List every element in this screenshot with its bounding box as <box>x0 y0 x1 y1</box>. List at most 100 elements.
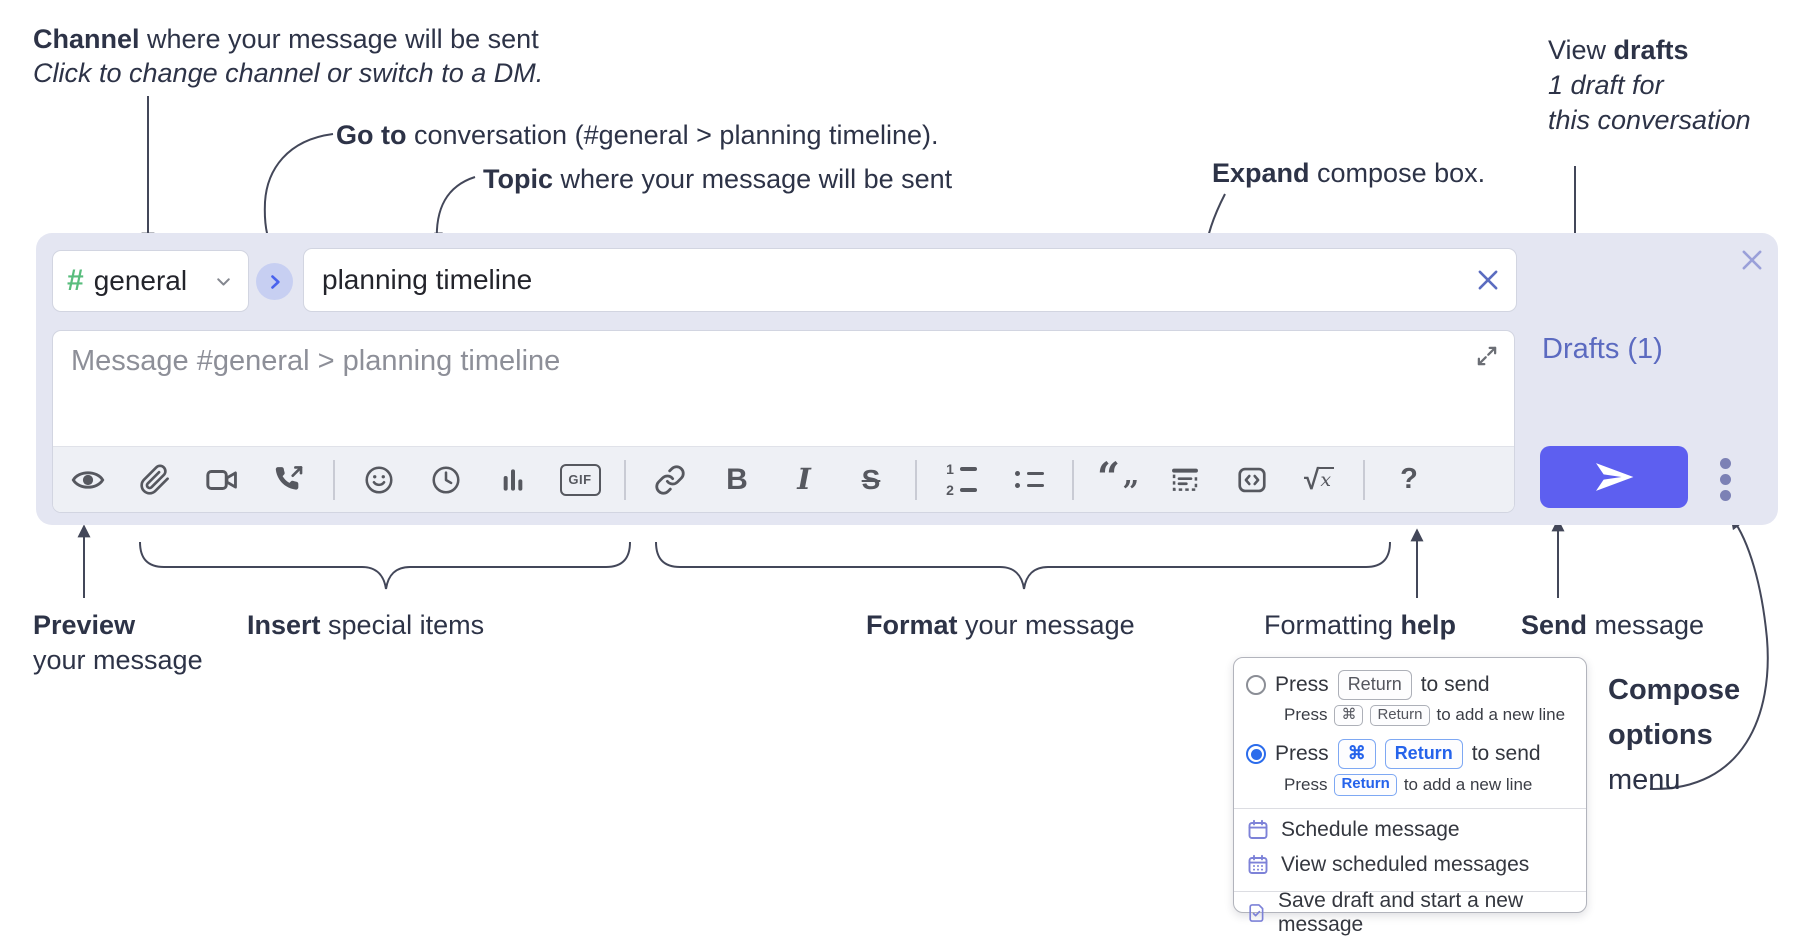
press-label: Press <box>1275 742 1329 765</box>
kebab-dot <box>1719 489 1731 501</box>
strikethrough-button[interactable]: S <box>848 457 894 503</box>
ol-number-1: 1 <box>946 461 954 477</box>
radio-unselected[interactable] <box>1246 674 1266 695</box>
press-label: Press <box>1275 672 1329 696</box>
preview-annotation-bold: Preview <box>33 610 136 640</box>
send-annotation: Send message <box>1521 608 1704 643</box>
video-call-button[interactable] <box>199 457 245 503</box>
compose-close-button[interactable] <box>1737 245 1767 275</box>
emoji-button[interactable] <box>356 457 402 503</box>
format-annotation-bold: Format <box>866 610 958 640</box>
insert-annotation-bold: Insert <box>247 610 321 640</box>
send-on-cmd-return-option[interactable]: Press ⌘ Return to send <box>1246 739 1572 769</box>
cmd-keycap: ⌘ <box>1337 739 1376 769</box>
send-annotation-bold: Send <box>1521 610 1588 640</box>
goto-conversation-button[interactable] <box>256 263 293 300</box>
toolbar-divider <box>624 459 626 500</box>
bold-button[interactable]: B <box>714 457 760 503</box>
popup-divider <box>1234 890 1586 892</box>
topic-clear-button[interactable] <box>1472 264 1504 296</box>
compose-options-line1: Compose <box>1608 674 1741 706</box>
eye-icon <box>71 470 105 489</box>
drafts-link[interactable]: Drafts (1) <box>1542 333 1663 365</box>
bulleted-list-button[interactable] <box>1005 457 1051 503</box>
preview-annotation: Preview your message <box>33 608 203 678</box>
numbered-list-button[interactable]: 1 2 <box>938 457 984 503</box>
quote-icon: “ ” <box>1097 457 1139 505</box>
radio-selected[interactable] <box>1246 744 1266 764</box>
send-on-return-subtext: Press ⌘ Return to add a new line <box>1284 704 1572 727</box>
menu-item-view-scheduled-messages[interactable]: View scheduled messages <box>1246 852 1572 879</box>
expand-annotation-rest: compose box. <box>1309 158 1486 188</box>
quote-button[interactable]: “ ” <box>1095 457 1141 505</box>
strikethrough-icon: S <box>861 463 881 495</box>
spoiler-button[interactable] <box>1162 457 1208 503</box>
calendar-grid-icon <box>1248 854 1268 874</box>
return-keycap: Return <box>1384 739 1463 769</box>
topic-input-wrap <box>303 248 1517 312</box>
goto-annotation: Go to conversation (#general > planning … <box>336 118 939 153</box>
expand-annotation: Expand compose box. <box>1212 156 1485 191</box>
goto-annotation-bold: Go to <box>336 120 407 150</box>
topic-annotation: Topic where your message will be sent <box>483 162 952 197</box>
gif-button[interactable]: GIF <box>557 457 603 503</box>
toolbar-divider <box>1363 459 1365 500</box>
video-camera-icon <box>206 469 237 490</box>
send-on-return-option[interactable]: Press Return to send <box>1246 670 1572 700</box>
clock-icon <box>432 465 460 494</box>
menu-item-save-draft-new-message[interactable]: Save draft and start a new message <box>1246 889 1572 936</box>
italic-button[interactable]: I <box>781 457 827 503</box>
compose-box: # general Drafts (1) <box>36 233 1778 525</box>
code-button[interactable] <box>1229 457 1275 503</box>
kebab-dot <box>1719 473 1731 485</box>
message-input[interactable] <box>53 331 1514 446</box>
preview-annotation-line2: your message <box>33 645 203 676</box>
topic-annotation-bold: Topic <box>483 164 553 194</box>
send-icon <box>1596 463 1634 491</box>
bold-icon: B <box>726 462 748 496</box>
poll-button[interactable] <box>490 457 536 503</box>
code-icon <box>1238 467 1266 492</box>
formatting-help-pre: Formatting <box>1264 610 1401 640</box>
channel-selector[interactable]: # general <box>52 250 249 312</box>
audio-call-button[interactable] <box>266 457 312 503</box>
topic-input[interactable] <box>322 264 1472 296</box>
smiley-icon <box>365 465 393 494</box>
compose-options-line2: options <box>1608 718 1713 751</box>
send-button[interactable] <box>1540 446 1688 508</box>
press-label: Press <box>1284 705 1328 725</box>
math-button[interactable]: √ x <box>1296 457 1342 503</box>
to-send-label: to send <box>1471 742 1541 765</box>
menu-item-schedule-message[interactable]: Schedule message <box>1246 817 1572 844</box>
attach-file-button[interactable] <box>132 457 178 503</box>
phone-call-icon <box>275 465 303 490</box>
math-root-glyph: √ <box>1303 463 1320 495</box>
compose-options-kebab-button[interactable] <box>1712 455 1738 503</box>
channel-hash-icon: # <box>67 264 84 297</box>
insert-annotation-rest: special items <box>320 610 485 640</box>
calendar-icon <box>1248 819 1268 839</box>
chevron-down-icon <box>217 277 230 286</box>
channel-annotation-rest: where your message will be sent <box>139 24 539 54</box>
global-time-button[interactable] <box>423 457 469 503</box>
send-annotation-rest: message <box>1587 610 1705 640</box>
formatting-help-button[interactable]: ? <box>1386 457 1432 503</box>
expand-compose-button[interactable] <box>1472 341 1502 371</box>
ol-number-2: 2 <box>946 482 954 498</box>
bulleted-list-icon <box>1012 471 1044 488</box>
view-drafts-annotation: View drafts 1 draft for this conversatio… <box>1548 33 1751 138</box>
menu-item-label: View scheduled messages <box>1281 853 1530 876</box>
view-drafts-line2: 1 draft for <box>1548 70 1664 101</box>
compose-options-line3: menu <box>1608 763 1681 796</box>
preview-button[interactable] <box>65 457 111 503</box>
formatting-help-bold: help <box>1400 610 1457 640</box>
gif-icon: GIF <box>559 463 601 496</box>
quote-open-glyph: “ <box>1097 453 1121 501</box>
expand-annotation-bold: Expand <box>1212 158 1310 188</box>
topic-annotation-rest: where your message will be sent <box>553 164 953 194</box>
quote-close-glyph: ” <box>1122 473 1139 508</box>
return-keycap: Return <box>1370 704 1430 727</box>
link-button[interactable] <box>647 457 693 503</box>
expand-diagonal-icon <box>1477 346 1497 366</box>
close-icon <box>1742 250 1762 270</box>
